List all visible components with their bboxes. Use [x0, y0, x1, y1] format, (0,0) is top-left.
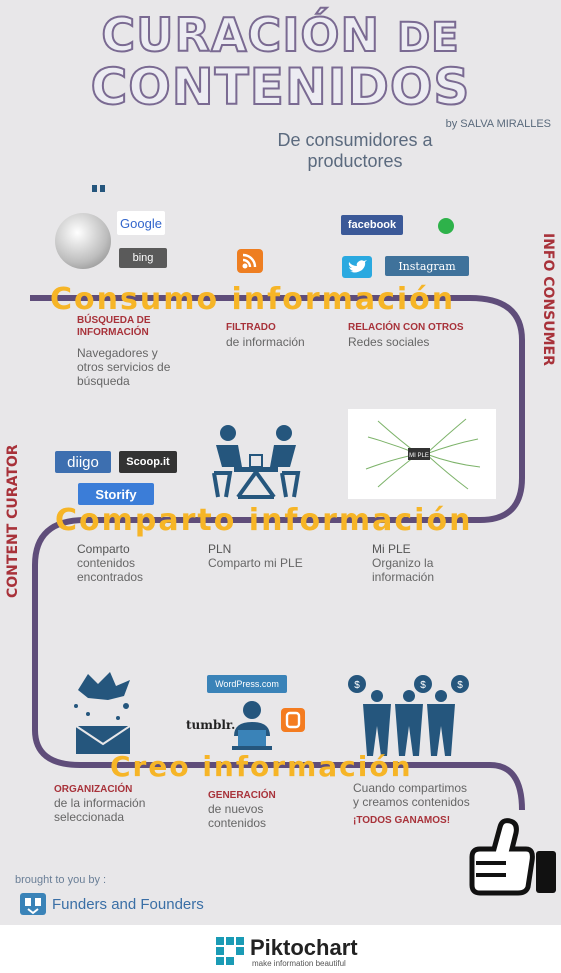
- person-laptop-icon: [232, 701, 272, 750]
- label-busqueda: Búsqueda de información: [77, 315, 151, 338]
- bing-logo: bing: [119, 248, 167, 268]
- tumblr-logo: tumblr.: [186, 718, 236, 732]
- title-line-1: CURACIÓN DE: [100, 7, 460, 63]
- side-label-content-curator: CONTENT CURATOR: [5, 444, 21, 598]
- envelope-splash-icon: [74, 672, 131, 754]
- label-comparto: Comparto: [77, 542, 130, 556]
- label-mi-ple: Mi PLE: [372, 542, 411, 556]
- piktochart-tagline: make information beautiful: [252, 959, 346, 968]
- diigo-logo: diigo: [55, 451, 111, 473]
- quote-icon: [92, 180, 106, 192]
- desc-comparto: contenidos encontrados: [77, 556, 144, 584]
- desc-relacion: Redes sociales: [348, 335, 430, 349]
- label-pln: PLN: [208, 542, 232, 556]
- label-generacion: Generación: [208, 790, 276, 801]
- instagram-logo: Instagram: [385, 256, 469, 276]
- google-logo: Google: [117, 211, 165, 235]
- label-relacion: Relación con otros: [348, 322, 464, 333]
- desc-busqueda: Navegadores y otros servicios de búsqued…: [77, 346, 171, 388]
- facebook-logo: facebook: [341, 215, 403, 235]
- ple-mindmap-image: MI PLE: [348, 409, 496, 499]
- svg-text:$: $: [420, 680, 426, 691]
- desc-organizacion: de la información seleccionada: [54, 796, 146, 824]
- desc-filtrado: de información: [226, 335, 305, 349]
- rss-icon: [237, 249, 263, 273]
- desc-compartimos: Cuando compartimos y creamos contenidos: [353, 781, 470, 809]
- twitter-icon: [342, 256, 372, 278]
- brought-to-you-label: brought to you by :: [15, 874, 107, 886]
- desc-pln: Comparto mi PLE: [208, 556, 303, 570]
- desc-generacion: de nuevos contenidos: [208, 802, 267, 830]
- wordpress-logo: WordPress.com: [207, 675, 287, 693]
- blogger-icon: [281, 708, 305, 732]
- scoopit-logo: Scoop.it: [119, 451, 177, 473]
- thumbs-up-icon: [469, 818, 556, 896]
- sponsor-name[interactable]: Funders and Founders: [52, 896, 204, 913]
- title-line-2: CONTENIDOS: [90, 57, 471, 117]
- whatsapp-icon: [438, 218, 454, 234]
- author-credit: by SALVA MIRALLES: [445, 118, 551, 130]
- wikipedia-globe-icon: [55, 213, 111, 269]
- desc-mi-ple: Organizo la información: [372, 556, 435, 584]
- svg-text:MI PLE: MI PLE: [409, 453, 429, 459]
- label-filtrado: Filtrado: [226, 322, 276, 333]
- piktochart-logo-icon: [216, 937, 244, 965]
- side-label-info-consumer: INFO CONSUMER: [540, 233, 556, 366]
- sponsor-logo-icon: [20, 893, 46, 915]
- storify-logo: Storify: [78, 483, 154, 505]
- subtitle: De consumidores a productores: [277, 130, 433, 171]
- people-money-bags-icon: $ $ $: [348, 675, 469, 756]
- section-title-creo: Creo información: [110, 750, 413, 783]
- label-todos-ganamos: ¡TODOS GANAMOS!: [353, 815, 451, 826]
- people-table-icon: [212, 425, 301, 499]
- section-title-comparto: Comparto información: [55, 503, 473, 538]
- svg-text:$: $: [354, 680, 360, 691]
- svg-text:$: $: [457, 680, 463, 691]
- section-title-consumo: Consumo información: [50, 282, 456, 317]
- piktochart-brand[interactable]: Piktochart: [250, 935, 358, 960]
- footer-bar: Piktochart make information beautiful: [0, 925, 561, 973]
- label-organizacion: Organización: [54, 784, 133, 795]
